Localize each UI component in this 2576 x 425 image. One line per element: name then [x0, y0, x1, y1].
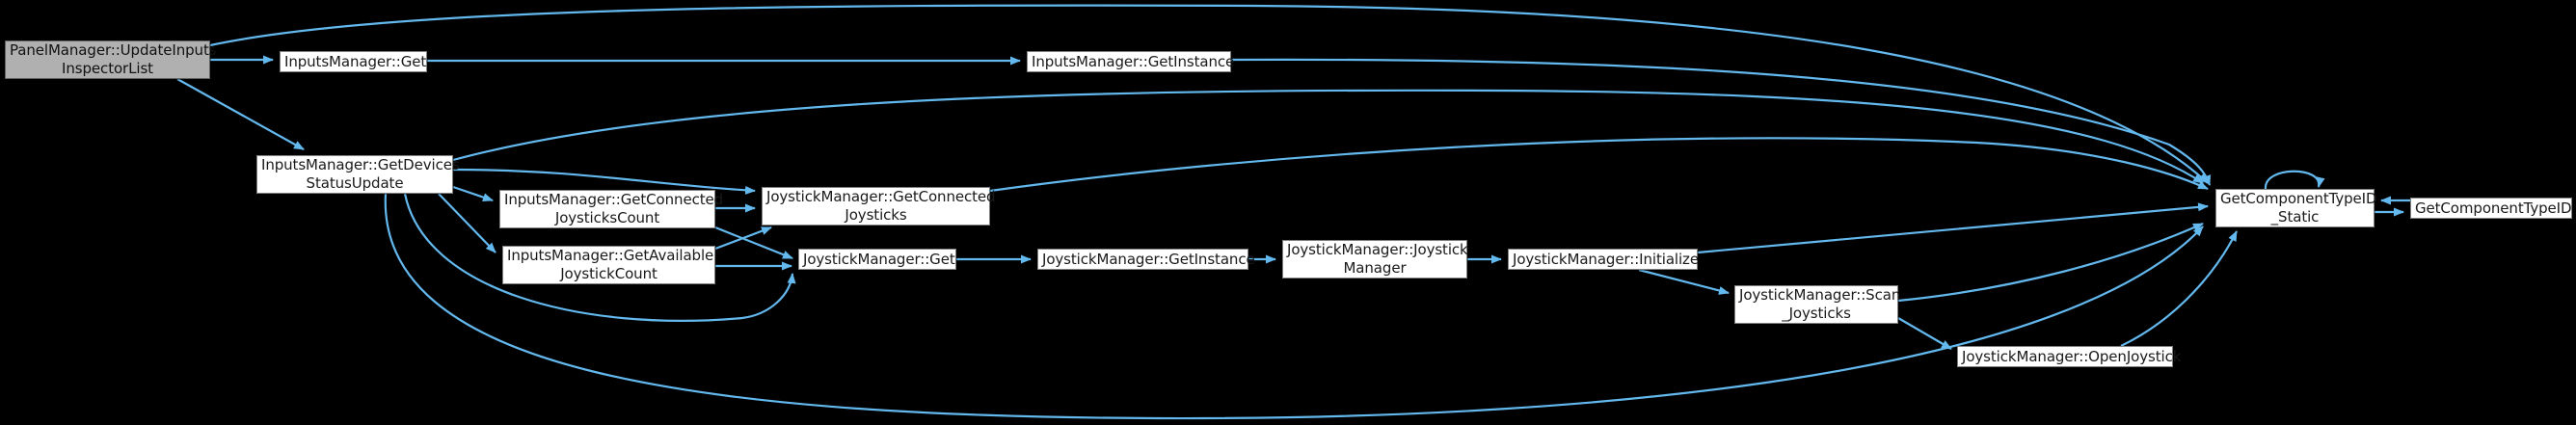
node-joystickmanager-getinstance[interactable]: JoystickManager::GetInstance — [1037, 249, 1255, 270]
node-label: PanelManager::UpdateInputs InspectorList — [10, 41, 217, 77]
edge-initialize-to-scan — [1638, 268, 1730, 295]
edge-scan-to-gcts — [1897, 222, 2204, 303]
node-joystickmanager-getconnectedjoysticks[interactable]: JoystickManager::GetConnected Joysticks — [762, 187, 996, 226]
edge-root-to-devicesstatus — [176, 78, 305, 150]
node-label: JoystickManager::GetConnected Joysticks — [766, 188, 996, 224]
edge-imavailable-to-jmconnected — [714, 226, 772, 251]
edge-root-to-gcts-top — [209, 4, 2209, 184]
node-joystickmanager-scanjoysticks[interactable]: JoystickManager::Scan _Joysticks — [1734, 285, 1901, 324]
node-panelmanager-updateinputsinspectorlist[interactable]: PanelManager::UpdateInputs InspectorList — [5, 40, 217, 79]
edge-openjoystick-to-gcts — [2120, 230, 2238, 347]
edge-inputsgetinstance-to-gcts — [1230, 58, 2212, 186]
edge-imconnected-to-jmget — [714, 226, 793, 260]
node-label: InputsManager::GetDevices StatusUpdate — [261, 156, 460, 192]
node-label: JoystickManager::Initialize — [1513, 250, 1699, 268]
node-label: InputsManager::GetAvailable JoystickCoun… — [507, 247, 714, 282]
node-inputsmanager-getconnectedjoystickscount[interactable]: InputsManager::GetConnected JoysticksCou… — [499, 190, 724, 228]
node-getcomponenttypeid-static[interactable]: GetComponentTypeID _Static — [2215, 189, 2377, 227]
node-label: JoystickManager::GetInstance — [1042, 250, 1255, 268]
node-label: InputsManager::GetConnected JoysticksCou… — [504, 191, 724, 226]
node-label: GetComponentTypeID _Static — [2220, 190, 2377, 226]
edge-scan-to-openjoystick — [1897, 317, 1952, 350]
edge-devices-to-imconnectedcount — [452, 185, 494, 202]
node-joystickmanager-get[interactable]: JoystickManager::Get — [798, 249, 956, 270]
node-label: InputsManager::Get — [284, 52, 427, 70]
edge-devices-to-imavailablecount — [438, 193, 496, 253]
node-inputsmanager-getavailablejoystickcount[interactable]: InputsManager::GetAvailable JoystickCoun… — [502, 246, 715, 284]
edge-jmconnected-to-gcts — [989, 137, 2209, 193]
node-joystickmanager-initialize[interactable]: JoystickManager::Initialize — [1508, 249, 1699, 270]
node-label: JoystickManager::Joystick Manager — [1287, 241, 1468, 277]
node-label: JoystickManager::Get — [803, 250, 955, 268]
node-joystickmanager-joystickmanager[interactable]: JoystickManager::Joystick Manager — [1282, 240, 1468, 279]
edge-gcts-self-loop — [2264, 170, 2325, 190]
edge-devices-to-gcts-a — [452, 89, 2204, 184]
node-inputsmanager-getinstance[interactable]: InputsManager::GetInstance — [1027, 51, 1235, 72]
node-label: JoystickManager::OpenJoystick — [1962, 347, 2182, 365]
node-joystickmanager-openjoystick[interactable]: JoystickManager::OpenJoystick — [1957, 346, 2182, 367]
node-inputsmanager-get[interactable]: InputsManager::Get — [280, 51, 427, 72]
node-label: GetComponentTypeID — [2415, 199, 2572, 217]
node-label: JoystickManager::Scan _Joysticks — [1739, 286, 1901, 322]
edge-devices-to-jmgetconnected — [452, 168, 756, 195]
node-getcomponenttypeid[interactable]: GetComponentTypeID — [2410, 198, 2572, 219]
edge-initialize-to-gcts — [1697, 202, 2209, 254]
node-inputsmanager-getdevicesstatusupdate[interactable]: InputsManager::GetDevices StatusUpdate — [256, 155, 460, 194]
node-label: InputsManager::GetInstance — [1032, 52, 1235, 70]
